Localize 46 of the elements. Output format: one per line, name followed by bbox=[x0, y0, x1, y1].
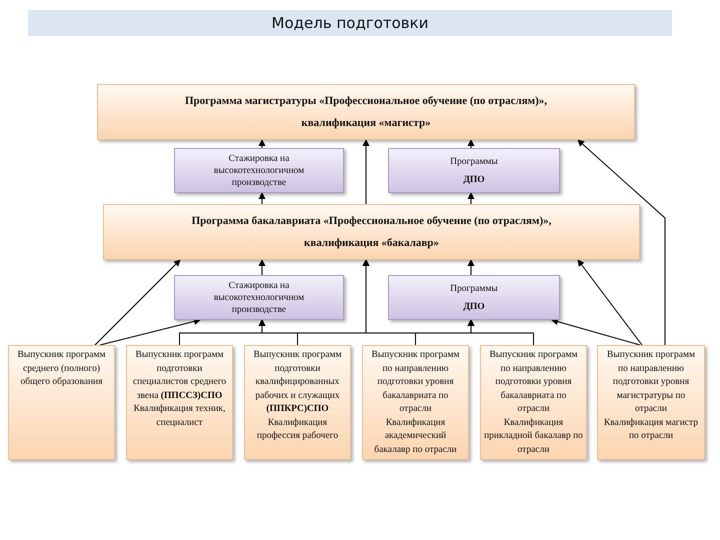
node-text: Квалификация магистр по отрасли bbox=[602, 416, 700, 443]
training-box bbox=[174, 148, 344, 193]
node-text: Программа магистратуры «Профессиональное обучение (по отраслям)», bbox=[184, 95, 548, 107]
arrow bbox=[258, 192, 266, 204]
graduate-box bbox=[597, 345, 705, 460]
node-text: Выпускник программ по направлению подготовки уровня бакалавриата по отрасли bbox=[488, 349, 578, 416]
graduate-box bbox=[126, 345, 233, 460]
node-text: Выпускник программ среднего (полного) общего образования bbox=[16, 349, 106, 389]
arrow bbox=[577, 259, 642, 346]
arrow bbox=[468, 139, 474, 148]
node-text: ДПО bbox=[463, 300, 485, 312]
arrow bbox=[551, 318, 640, 346]
graduate-box bbox=[8, 345, 115, 460]
node-text: Стажировка на высокотехнологичном производстве bbox=[214, 280, 304, 316]
node-text: Выпускник программ по направлению подготовки уровня бакалавриата по отрасли bbox=[370, 349, 460, 416]
arrow bbox=[100, 318, 201, 346]
arrow bbox=[258, 139, 266, 148]
node-text: Квалификация техник, специалист bbox=[132, 403, 226, 430]
node-text: Квалификация академический бакалавр по отрасли bbox=[373, 416, 458, 456]
node-text: Выпускник программ по направлению подготовки уровня магистратуры по отрасли bbox=[606, 349, 696, 416]
node-text: Программа бакалавриата «Профессиональное обучение (по отраслям)», bbox=[192, 215, 552, 227]
node-text: Выпускник программ подготовки специалистов среднего звена (ППССЗ)СПО bbox=[132, 349, 228, 402]
node-text: Программы bbox=[450, 156, 498, 168]
node-text: Программы bbox=[450, 282, 498, 294]
program-box bbox=[97, 84, 635, 140]
node-text: Квалификация профессия рабочего bbox=[256, 416, 340, 443]
training-box bbox=[388, 148, 560, 193]
graduate-box bbox=[480, 345, 587, 460]
arrow bbox=[577, 139, 666, 346]
title-bar: Модель подготовки bbox=[28, 10, 672, 36]
node-text: Выпускник программ подготовки квалифицированных рабочих и служащих (ППКРС)СПО bbox=[252, 349, 342, 416]
training-box bbox=[388, 275, 560, 320]
arrow bbox=[468, 259, 474, 276]
node-text: ДПО bbox=[463, 174, 485, 186]
arrow bbox=[362, 139, 370, 204]
node-text: квалификация «магистр» bbox=[301, 117, 431, 129]
graduate-box bbox=[244, 345, 351, 460]
node-text: Квалификация прикладной бакалавр по отрасли bbox=[484, 416, 583, 456]
training-box bbox=[174, 275, 344, 320]
arrow bbox=[258, 259, 266, 276]
arrow bbox=[468, 192, 474, 204]
node-text: Стажировка на высокотехнологичном производстве bbox=[214, 152, 304, 188]
program-box bbox=[103, 204, 640, 260]
arrow bbox=[94, 259, 181, 346]
node-text: квалификация «бакалавр» bbox=[304, 237, 439, 249]
graduate-box bbox=[362, 345, 469, 460]
